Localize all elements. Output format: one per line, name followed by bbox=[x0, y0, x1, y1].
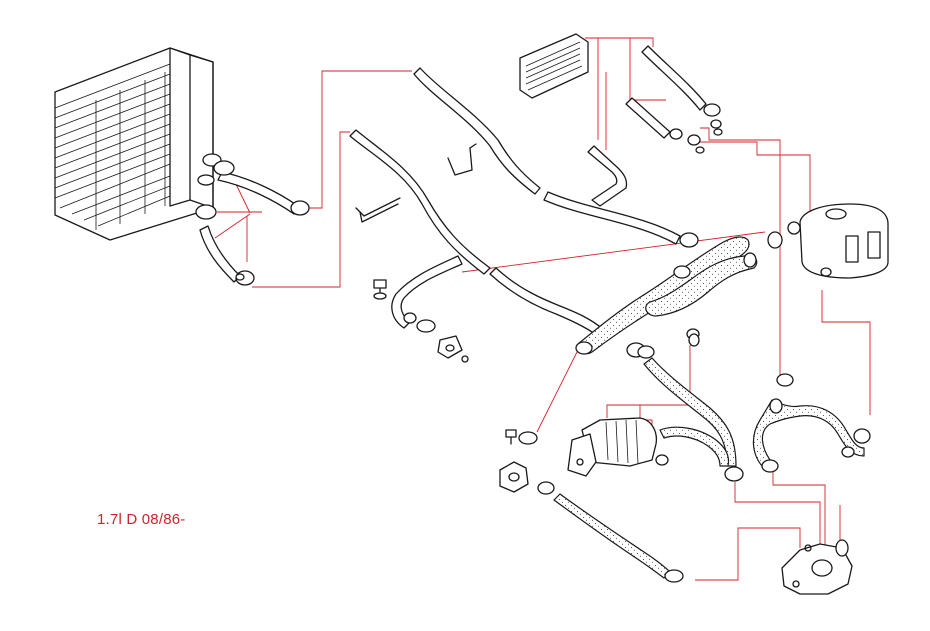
diagram-caption: 1.7l D 08/86- bbox=[97, 511, 186, 528]
heater-radiator bbox=[54, 47, 222, 241]
bracket-small bbox=[355, 143, 477, 223]
expansion-tank bbox=[787, 203, 889, 279]
hose-top-right-b bbox=[625, 97, 705, 154]
hose-middle-down bbox=[489, 267, 605, 337]
bolt-fitting-center bbox=[505, 429, 538, 445]
hose-top-long bbox=[413, 67, 541, 195]
hose-clamps-pump bbox=[688, 333, 700, 347]
hose-center-right bbox=[543, 191, 699, 248]
hose-center-stippled bbox=[637, 345, 744, 482]
bolt-fitting-left bbox=[373, 279, 387, 300]
heater-hose-lower bbox=[199, 225, 241, 283]
water-pump bbox=[781, 539, 853, 595]
y-hose-stippled bbox=[575, 236, 758, 355]
hose-left-lower bbox=[391, 255, 463, 333]
reference-lines bbox=[214, 37, 871, 581]
outlet-flange-center bbox=[499, 461, 555, 495]
heater-hose-upper bbox=[217, 171, 299, 215]
small-heat-matrix bbox=[519, 33, 589, 99]
hose-clamps-heater bbox=[195, 160, 310, 286]
outlet-flange-left bbox=[437, 335, 469, 363]
pipe-bent-center bbox=[587, 145, 628, 207]
hose-left-diagonal bbox=[349, 129, 491, 275]
hose-lower-stippled bbox=[553, 493, 684, 583]
hose-top-right-a bbox=[641, 45, 723, 136]
thermostat-housing bbox=[567, 417, 669, 477]
hose-short-stippled bbox=[659, 426, 730, 467]
hose-right-stippled bbox=[752, 373, 871, 473]
